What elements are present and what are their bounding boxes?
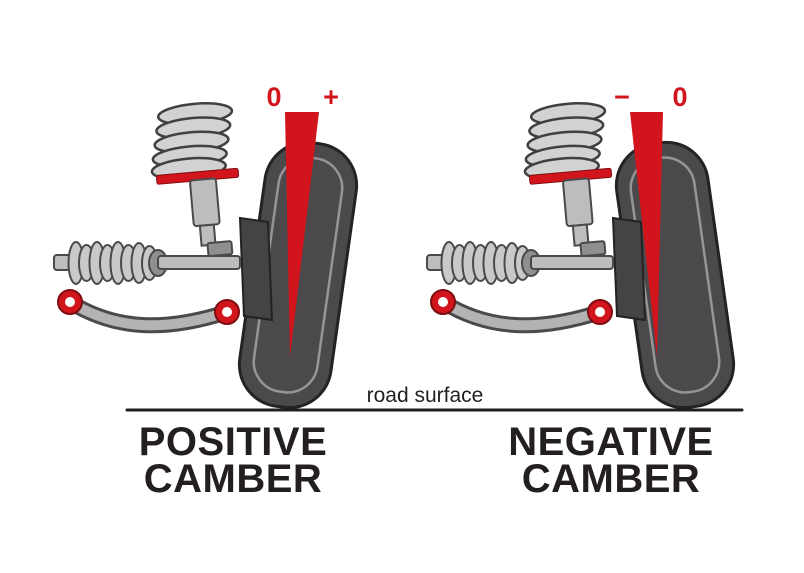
camber-wedge-positive: [285, 112, 319, 357]
left-plus-label: +: [323, 82, 339, 112]
camber-wedge-negative: [630, 112, 663, 357]
suspension-left: [54, 101, 272, 326]
negative-camber-title-line1: NEGATIVE: [508, 420, 714, 464]
negative-camber-title-line2: CAMBER: [522, 457, 701, 501]
left-zero-label: 0: [266, 82, 281, 112]
right-minus-label: −: [614, 82, 630, 112]
right-zero-label: 0: [672, 82, 687, 112]
positive-camber-title-line1: POSITIVE: [139, 420, 328, 464]
suspension-right: [427, 101, 645, 326]
positive-camber-title-line2: CAMBER: [144, 457, 323, 501]
road-surface-label: road surface: [367, 384, 484, 407]
